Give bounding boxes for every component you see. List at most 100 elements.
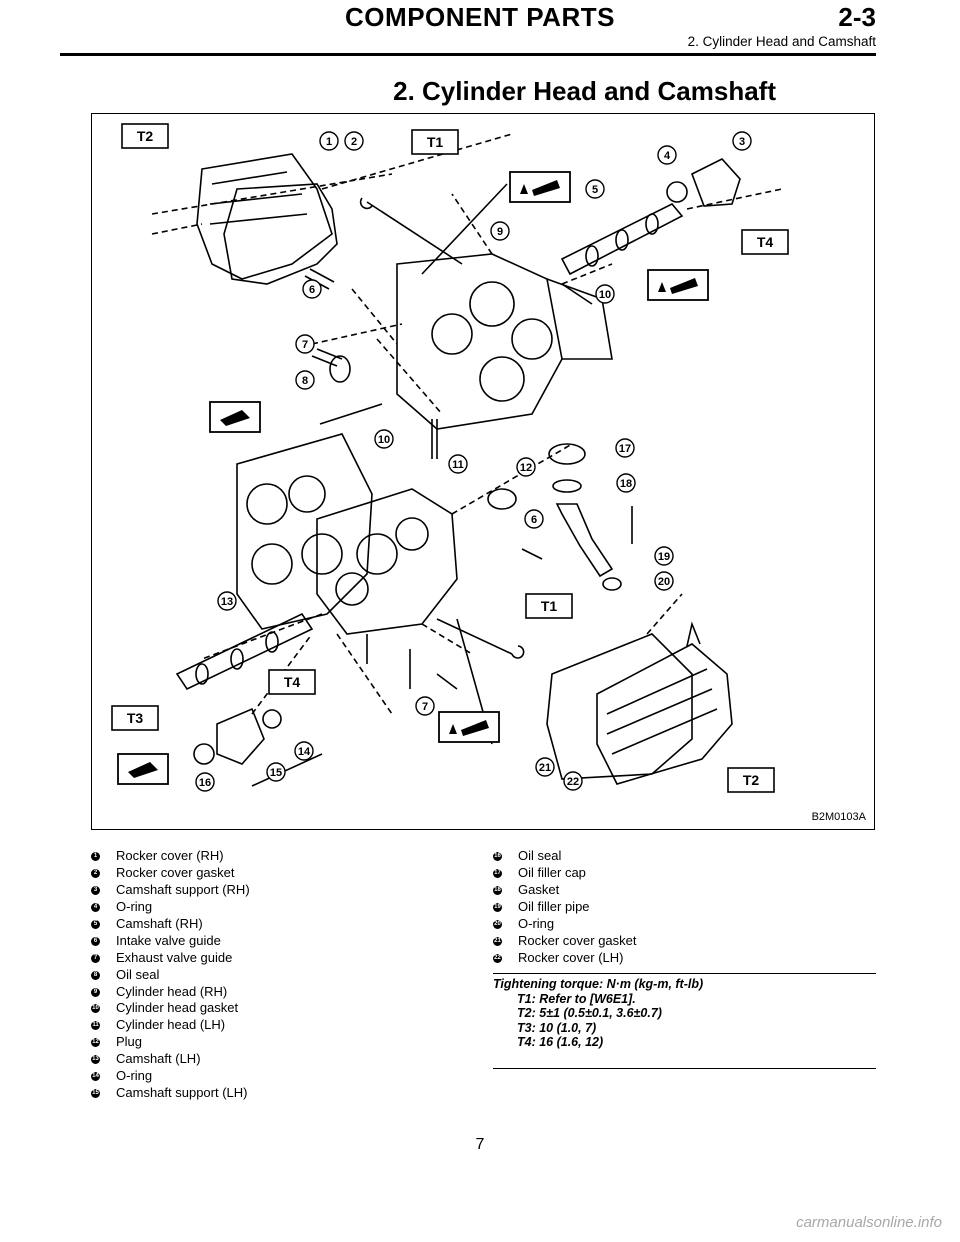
- legend-number-badge: 11: [91, 1021, 100, 1031]
- legend-number-badge: 13: [91, 1055, 100, 1065]
- svg-text:1: 1: [326, 136, 332, 148]
- svg-text:9: 9: [497, 226, 503, 238]
- callout-6b: 6: [524, 509, 544, 529]
- legend-number-badge: 9: [91, 987, 100, 997]
- legend-item: 20 O-ring: [493, 916, 876, 933]
- callout-20: 20: [654, 571, 674, 591]
- svg-text:7: 7: [302, 339, 308, 351]
- svg-text:20: 20: [658, 576, 670, 588]
- callout-8: 8: [295, 370, 315, 390]
- callout-7a: 7: [295, 334, 315, 354]
- header-subtitle: 2. Cylinder Head and Camshaft: [687, 34, 876, 49]
- legend-number-badge: 5: [91, 919, 100, 929]
- legend-number-badge: 16: [493, 852, 502, 861]
- callout-7b: 7: [415, 696, 435, 716]
- camshaft-rh-drawing: [560, 203, 684, 276]
- callout-6a: 6: [302, 279, 322, 299]
- legend-text: O-ring: [116, 898, 153, 914]
- legend-text: Plug: [116, 1034, 143, 1050]
- oil-filler-cap-drawing: [548, 443, 586, 465]
- section-number: 2-3: [838, 2, 876, 32]
- callout-21: 21: [535, 757, 555, 777]
- callout-13: 13: [217, 591, 237, 611]
- tag-t4-upper: T4: [757, 234, 774, 250]
- svg-text:5: 5: [592, 184, 598, 196]
- legend-number-badge: 2: [91, 868, 100, 878]
- legend-number-badge: 6: [91, 936, 100, 946]
- rocker-cover-lh-drawing: [596, 643, 733, 785]
- legend-number-badge: 20: [493, 919, 502, 929]
- callout-1: 1: [319, 131, 339, 151]
- legend-item: 4 O-ring: [91, 899, 471, 916]
- legend-text: Rocker cover (LH): [518, 949, 624, 965]
- tag-t2-upper: T2: [137, 128, 154, 144]
- callout-16: 16: [195, 772, 215, 792]
- watermark: carmanualsonline.info: [796, 1214, 942, 1231]
- tag-t4-lower: T4: [284, 674, 301, 690]
- legend-number-badge: 4: [91, 902, 100, 912]
- legend-number-badge: 19: [493, 902, 502, 912]
- section-title: 2. Cylinder Head and Camshaft: [393, 76, 776, 106]
- legend-text: Camshaft support (RH): [116, 881, 250, 897]
- oil-icon-3: [438, 711, 500, 743]
- legend-text: Exhaust valve guide: [116, 949, 233, 965]
- legend-text: O-ring: [116, 1068, 153, 1084]
- svg-text:13: 13: [221, 596, 233, 608]
- callout-11: 11: [448, 454, 468, 474]
- legend-text: Intake valve guide: [116, 932, 221, 948]
- legend-item: 6 Intake valve guide: [91, 933, 471, 950]
- svg-text:18: 18: [620, 478, 632, 490]
- svg-text:2: 2: [351, 136, 357, 148]
- legend-text: Oil seal: [116, 966, 160, 982]
- svg-text:22: 22: [567, 776, 579, 788]
- tag-t2-lower: T2: [743, 772, 760, 788]
- diagram-drawing: T2 T1 T4 T1 T4 T3 T2 1 2 3 4 5 6 7 8 9 1…: [111, 123, 789, 793]
- torque-t4: T4: 16 (1.6, 12): [517, 1035, 604, 1049]
- callout-12: 12: [516, 457, 536, 477]
- rocker-gasket-lh-drawing: [546, 633, 693, 780]
- legend-number-badge: 3: [91, 885, 100, 895]
- legend-text: Camshaft (LH): [116, 1051, 201, 1067]
- legend-item: 5 Camshaft (RH): [91, 916, 471, 933]
- legend-text: Cylinder head (RH): [116, 983, 228, 999]
- callout-17: 17: [615, 438, 635, 458]
- tag-t1-lower: T1: [541, 598, 558, 614]
- callout-3: 3: [732, 131, 752, 151]
- rocker-gasket-rh-drawing: [223, 183, 338, 285]
- callout-22: 22: [563, 771, 583, 791]
- header-title: COMPONENT PARTS: [345, 2, 615, 32]
- cylinder-head-rh-drawing: [396, 253, 563, 430]
- legend-text: Gasket: [518, 881, 560, 897]
- oil-seal-rh-drawing: [329, 355, 351, 383]
- tag-t3: T3: [127, 710, 144, 726]
- legend-text: O-ring: [518, 915, 555, 931]
- callout-9: 9: [490, 221, 510, 241]
- legend-number-badge: 10: [91, 1004, 100, 1014]
- svg-text:19: 19: [658, 551, 670, 563]
- svg-text:10: 10: [599, 289, 611, 301]
- svg-text:10: 10: [378, 434, 390, 446]
- svg-text:7: 7: [422, 701, 428, 713]
- torque-t3: T3: 10 (1.0, 7): [517, 1020, 597, 1035]
- callout-2: 2: [344, 131, 364, 151]
- svg-text:21: 21: [539, 762, 551, 774]
- svg-text:6: 6: [309, 284, 315, 296]
- legend-text: Camshaft (RH): [116, 915, 203, 931]
- svg-text:17: 17: [619, 443, 631, 455]
- exploded-diagram: T2 T1 T4 T1 T4 T3 T2 1 2 3 4 5 6 7 8 9 1…: [91, 113, 875, 830]
- svg-text:3: 3: [739, 136, 745, 148]
- svg-text:16: 16: [199, 777, 211, 789]
- svg-text:8: 8: [302, 375, 308, 387]
- svg-text:4: 4: [664, 150, 671, 162]
- torque-t1: T1: Refer to [W6E1].: [517, 991, 636, 1006]
- legend-item: 9 Cylinder head (RH): [91, 984, 471, 1001]
- svg-text:6: 6: [531, 514, 537, 526]
- plug-drawing: [487, 488, 517, 510]
